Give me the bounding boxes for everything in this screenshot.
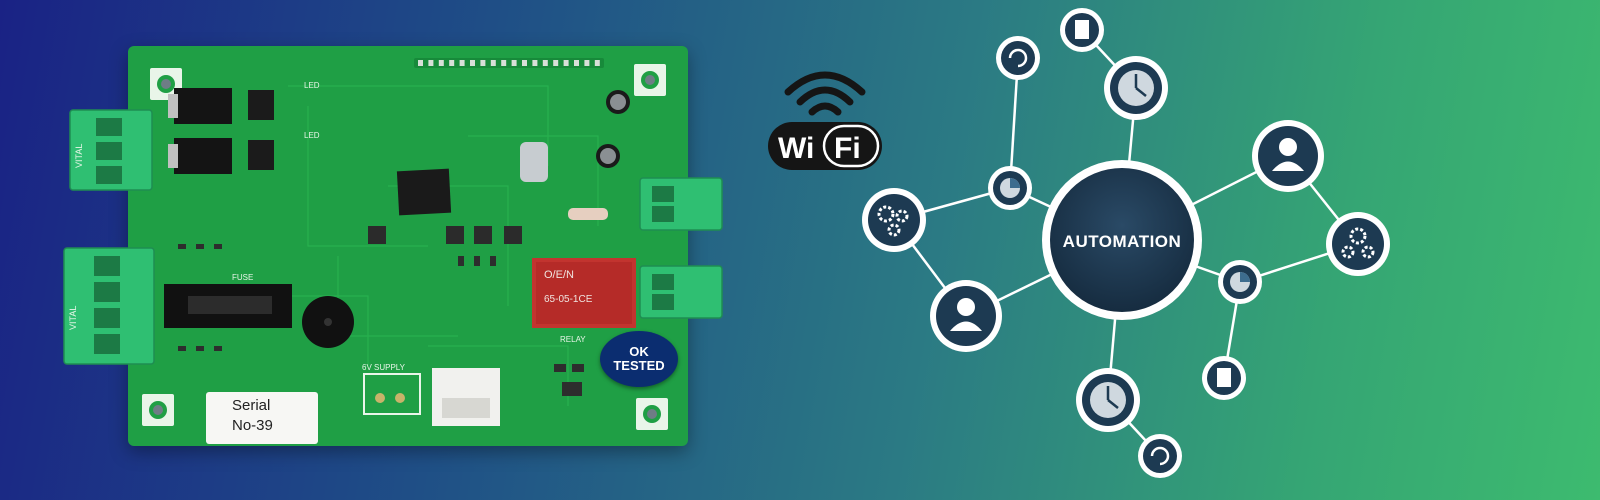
silk-fuse: FUSE xyxy=(232,273,253,282)
circuit-board-art: LED LED FUSE RELAY 6V SUPPLY O/E/N 65-05… xyxy=(142,58,668,430)
center-node xyxy=(1050,168,1194,312)
header-pin xyxy=(594,60,600,66)
automation-network: AUTOMATION xyxy=(862,8,1390,478)
wifi-signal-icon xyxy=(784,71,866,116)
silk-vital-bottom: VITAL xyxy=(68,306,78,330)
gears-icon-right xyxy=(1326,212,1390,276)
wifi-text-wi: Wi xyxy=(778,132,814,165)
header-pin xyxy=(449,60,455,66)
header-pin xyxy=(532,60,538,66)
relay-brand: O/E/N xyxy=(544,269,574,281)
clock-icon-top xyxy=(1104,56,1168,120)
silk-led-2: LED xyxy=(304,131,320,140)
header-pin xyxy=(584,60,590,66)
refresh-icon-top xyxy=(996,36,1040,80)
header-pin xyxy=(428,60,434,66)
wifi-text-fi: Fi xyxy=(834,132,861,165)
ok-tested-badge: OK TESTED xyxy=(600,331,678,387)
circuit-board: LED LED FUSE RELAY 6V SUPPLY O/E/N 65-05… xyxy=(128,46,688,446)
header-pin xyxy=(501,60,507,66)
header-pin xyxy=(470,60,475,66)
header-pin xyxy=(459,60,465,66)
header-pin xyxy=(574,60,579,66)
document-icon-top xyxy=(1060,8,1104,52)
header-pin xyxy=(438,60,444,66)
header-pin xyxy=(418,60,423,66)
silk-6v-supply: 6V SUPPLY xyxy=(362,363,406,372)
clock-icon-bottom xyxy=(1076,368,1140,432)
silk-relay: RELAY xyxy=(560,335,586,344)
serial-label-line-1: Serial xyxy=(232,397,271,414)
serial-label: Serial No-39 xyxy=(206,392,318,444)
document-icon-bottom xyxy=(1202,356,1246,400)
user-icon-left xyxy=(930,280,1002,352)
terminal-blocks: VITAL VITAL xyxy=(63,109,723,365)
silk-vital-top: VITAL xyxy=(74,144,84,168)
header-pin xyxy=(480,60,486,66)
pie-chart-icon-right xyxy=(1218,260,1262,304)
refresh-icon-bottom xyxy=(1138,434,1182,478)
gears-icon-left xyxy=(862,188,926,252)
serial-label-line-2: No-39 xyxy=(232,417,273,434)
user-icon-right xyxy=(1252,120,1324,192)
wifi-logo: Wi Fi xyxy=(768,71,882,170)
header-pin xyxy=(542,60,548,66)
header-pin xyxy=(563,60,569,66)
header-pin xyxy=(553,60,559,66)
header-pin xyxy=(522,60,527,66)
header-pin xyxy=(490,60,496,66)
pie-chart-icon-left xyxy=(988,166,1032,210)
relay-model: 65-05-1CE xyxy=(544,294,593,305)
badge-line-2: TESTED xyxy=(613,358,665,373)
badge-line-1: OK xyxy=(629,344,649,359)
silk-led-1: LED xyxy=(304,81,320,90)
automation-label: AUTOMATION xyxy=(1063,232,1182,251)
header-pin xyxy=(511,60,517,66)
